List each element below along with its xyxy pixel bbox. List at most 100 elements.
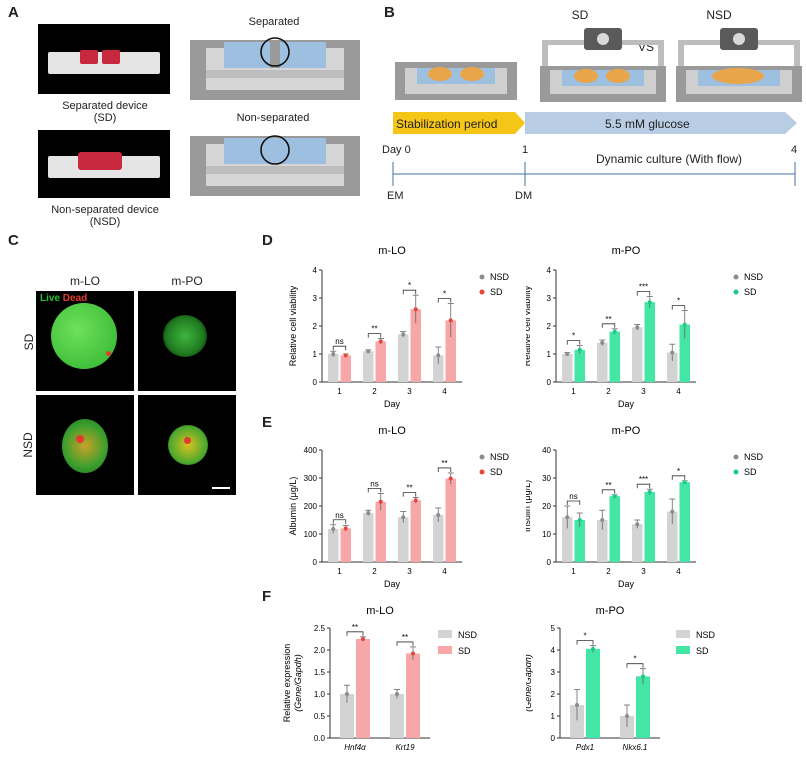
legend-label-sd: SD xyxy=(744,467,757,477)
data-point xyxy=(331,526,336,531)
significance-bracket xyxy=(437,298,452,303)
micro-col-po: m-PO xyxy=(171,274,203,288)
significance-bracket xyxy=(636,483,651,489)
y-axis-label: Albumin (μg/L) xyxy=(288,477,298,536)
significance-bracket xyxy=(402,289,417,295)
significance-bracket xyxy=(626,663,644,668)
bar-nsd xyxy=(328,528,339,562)
bar-nsd xyxy=(632,327,643,382)
y-tick-label: 4 xyxy=(551,646,556,655)
legend-swatch-sd xyxy=(676,646,690,654)
data-point xyxy=(378,339,383,344)
y-tick-label: 2 xyxy=(547,322,552,331)
bar-sd xyxy=(445,478,456,562)
significance-bracket xyxy=(346,631,364,636)
chart-title: m-PO xyxy=(612,245,641,257)
y-tick-label: 400 xyxy=(304,446,318,455)
bar-sd xyxy=(340,528,351,562)
legend-label-nsd: NSD xyxy=(696,630,716,640)
bar-nsd xyxy=(570,705,584,738)
bar-sd xyxy=(574,349,585,382)
y-tick-label: 0 xyxy=(313,558,318,567)
sd-caption-line1: Separated device xyxy=(62,100,148,112)
x-axis-label: Day xyxy=(618,399,635,409)
y-tick-label: 4 xyxy=(547,266,552,275)
bar-sd xyxy=(644,302,655,382)
bar-nsd xyxy=(433,355,444,382)
y-tick-label: 0 xyxy=(551,734,556,743)
significance-label: ** xyxy=(605,481,611,490)
data-point xyxy=(413,307,418,312)
legend-swatch-nsd xyxy=(733,274,739,280)
legend-label-nsd: NSD xyxy=(490,452,510,462)
significance-label: * xyxy=(408,281,411,290)
y-tick-label: 1.0 xyxy=(314,690,326,699)
data-point xyxy=(343,526,348,531)
x-tick-label: 4 xyxy=(676,567,681,576)
significance-label: * xyxy=(443,290,446,299)
data-point xyxy=(575,703,579,707)
significance-label: *** xyxy=(639,475,648,484)
panel-label-f: F xyxy=(262,588,272,605)
bar-sd xyxy=(574,520,585,562)
nsd-perfusion-diagram xyxy=(676,28,802,102)
bar-sd xyxy=(679,482,690,562)
y-tick-label: 1.5 xyxy=(314,668,326,677)
legend-swatch-nsd xyxy=(733,454,739,460)
micro-row-nsd: NSD xyxy=(21,432,35,458)
data-point xyxy=(612,329,617,334)
legend-swatch-sd xyxy=(479,469,485,475)
significance-label: * xyxy=(633,655,636,664)
significance-bracket xyxy=(367,488,382,493)
data-point xyxy=(625,714,629,718)
legend-label-nsd: NSD xyxy=(744,452,764,462)
bar-nsd xyxy=(667,511,678,562)
stabilization-device-diagram xyxy=(395,62,517,100)
x-tick-label: 1 xyxy=(337,387,342,396)
nsd-title: NSD xyxy=(706,8,732,22)
y-tick-label: 0.5 xyxy=(314,712,326,721)
data-point xyxy=(331,352,336,356)
micro-col-lo: m-LO xyxy=(70,274,100,288)
chart-f-po: m-PO012345Relative expression(Gene/Gapdh… xyxy=(526,605,716,752)
y-tick-label: 30 xyxy=(542,474,551,483)
scale-bar xyxy=(212,487,230,489)
timeline xyxy=(392,112,797,186)
data-point xyxy=(361,637,365,641)
y-tick-label: 1 xyxy=(313,350,318,359)
stabilization-period-label: Stabilization period xyxy=(396,117,498,131)
data-point xyxy=(366,511,371,515)
x-tick-label: 1 xyxy=(571,387,576,396)
bar-nsd xyxy=(562,517,573,562)
significance-bracket xyxy=(367,333,382,338)
bar-sd xyxy=(609,331,620,382)
dead-stain-label: Dead xyxy=(62,293,88,304)
dynamic-culture-label: Dynamic culture (With flow) xyxy=(596,152,743,166)
sd-caption-line2: (SD) xyxy=(93,112,117,124)
x-tick-label: 4 xyxy=(676,387,681,396)
x-tick-label: 2 xyxy=(606,567,611,576)
y-axis-label: Insulin (μg/L) xyxy=(526,480,532,532)
y-tick-label: 20 xyxy=(542,502,551,511)
data-point xyxy=(682,480,687,485)
data-point xyxy=(343,353,348,358)
legend-label-sd: SD xyxy=(490,467,503,477)
bar-sd xyxy=(375,501,386,562)
legend-label-sd: SD xyxy=(490,287,503,297)
y-tick-label: 40 xyxy=(542,446,551,455)
significance-bracket xyxy=(402,492,417,497)
significance-label: ns xyxy=(569,492,577,501)
data-point xyxy=(436,353,441,358)
legend-swatch-sd xyxy=(733,289,739,295)
data-point xyxy=(345,692,349,696)
data-point xyxy=(401,332,406,337)
data-point xyxy=(647,300,652,305)
panel-label-a: A xyxy=(8,4,19,21)
data-point xyxy=(366,349,371,354)
stabilization-phase-arrow xyxy=(393,112,525,134)
significance-label: ** xyxy=(605,315,611,324)
day1-label: 1 xyxy=(522,144,529,156)
x-tick-label: 3 xyxy=(407,567,412,576)
bar-sd xyxy=(445,320,456,382)
